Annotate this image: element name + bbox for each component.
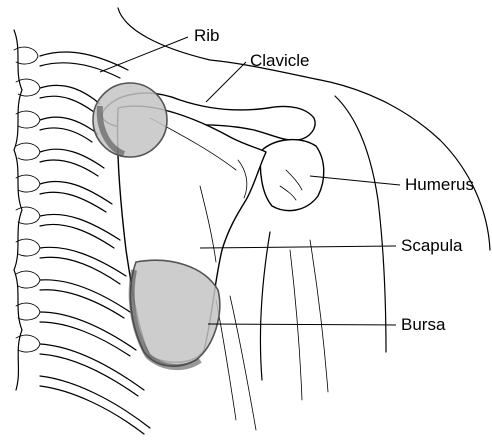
- clavicle-leader: [206, 62, 246, 102]
- clavicle-label: Clavicle: [250, 52, 310, 69]
- humerus-label: Humerus: [405, 176, 474, 193]
- bursa-lower: [130, 260, 219, 367]
- scapula-leader: [200, 246, 396, 248]
- spine: [14, 30, 40, 390]
- bursa-label: Bursa: [401, 316, 445, 333]
- humerus: [260, 140, 323, 211]
- bursa-upper: [93, 83, 167, 157]
- rib-leader: [100, 37, 188, 72]
- scapula-label: Scapula: [401, 237, 462, 254]
- rib-label: Rib: [194, 27, 220, 44]
